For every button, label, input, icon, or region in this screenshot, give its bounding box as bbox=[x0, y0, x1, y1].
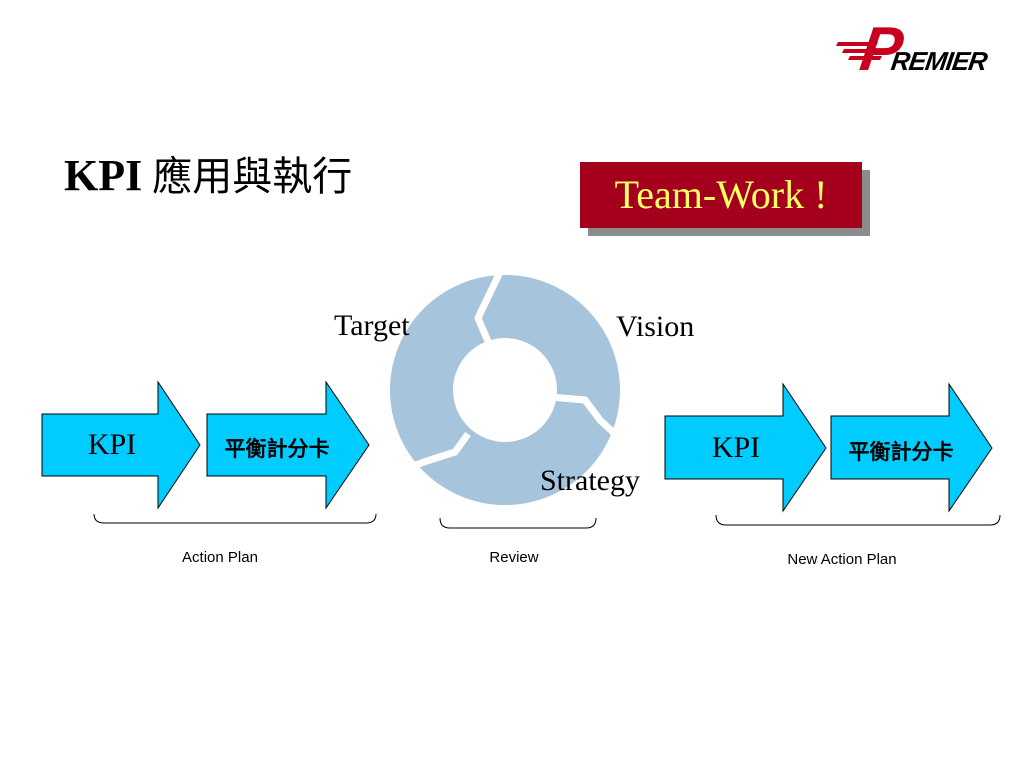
cycle-cut-top bbox=[465, 266, 506, 391]
left-kpi-label: KPI bbox=[87, 428, 137, 461]
premier-logo: P REMIER bbox=[836, 15, 990, 84]
cycle-cut-right bbox=[537, 392, 633, 451]
cycle-cuts bbox=[393, 266, 633, 476]
cycle-label-strategy: Strategy bbox=[540, 464, 640, 497]
bracket-review bbox=[439, 517, 597, 529]
bracket-action-plan bbox=[93, 513, 377, 524]
bracket-new-action-plan bbox=[715, 514, 1001, 526]
right-kpi-label: KPI bbox=[711, 431, 761, 464]
right-scorecard-arrow bbox=[830, 382, 993, 513]
right-scorecard-label: 平衡計分卡 bbox=[848, 440, 954, 464]
new-action-plan-label: New Action Plan bbox=[787, 551, 897, 568]
title-kpi: KPI bbox=[64, 151, 143, 200]
right-kpi-arrow bbox=[664, 382, 827, 513]
left-scorecard-label: 平衡計分卡 bbox=[224, 437, 330, 461]
title-chinese: 應用與執行 bbox=[152, 154, 353, 200]
review-label: Review bbox=[489, 549, 539, 566]
logo-p: P bbox=[856, 15, 907, 84]
logo-stripes bbox=[836, 42, 882, 60]
cycle-label-vision: Vision bbox=[616, 310, 695, 343]
left-kpi-arrow bbox=[41, 380, 201, 510]
cycle-cut-bottom bbox=[393, 431, 471, 476]
logo-wordmark: REMIER bbox=[889, 46, 989, 76]
cycle-label-target: Target bbox=[334, 309, 410, 342]
action-plan-label: Action Plan bbox=[182, 549, 258, 566]
teamwork-box: Team-Work ! bbox=[580, 162, 862, 228]
left-scorecard-arrow bbox=[206, 380, 370, 510]
cycle-ring bbox=[390, 274, 621, 506]
